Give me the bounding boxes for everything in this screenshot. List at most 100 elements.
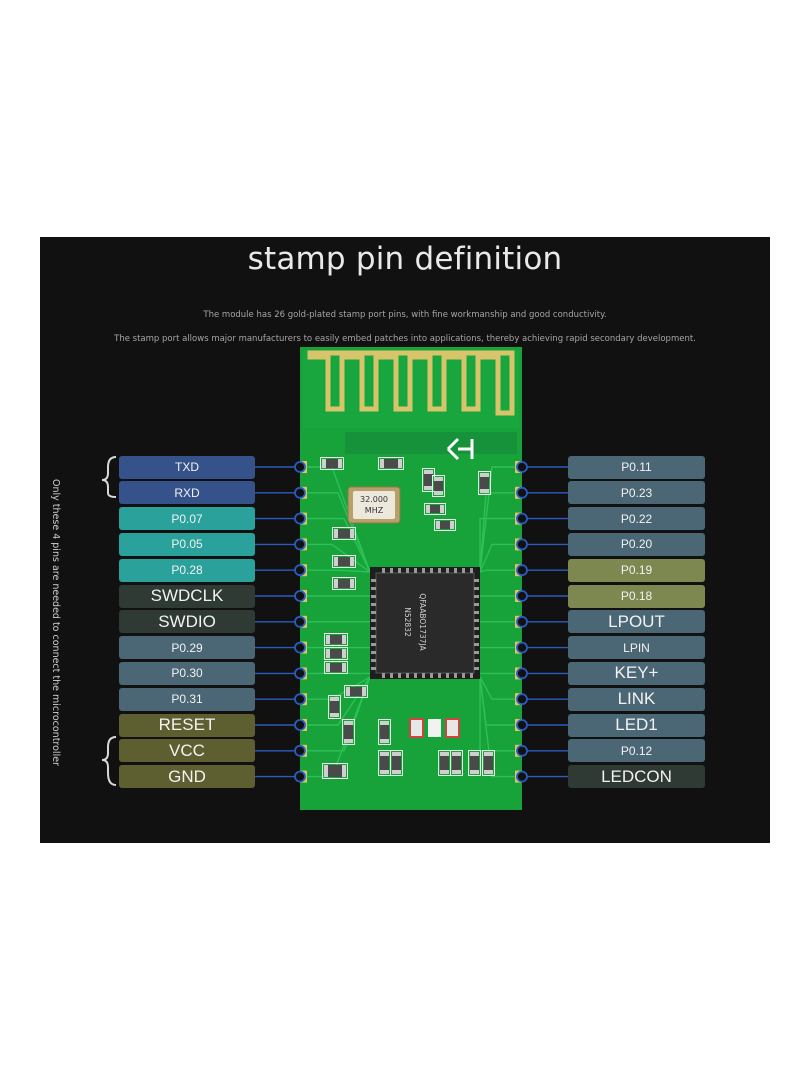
smd-outline <box>468 750 481 776</box>
right-pin-dot <box>516 461 528 473</box>
smd-cap <box>324 765 328 777</box>
smd-cap <box>322 459 326 468</box>
smd-cap <box>450 521 454 529</box>
smd-body <box>326 635 346 644</box>
smd-outline <box>432 475 445 497</box>
chip-leg <box>474 667 479 670</box>
smd-cap <box>344 739 353 743</box>
led-component <box>428 719 441 737</box>
smd-outline <box>378 719 391 745</box>
chip-body <box>375 572 475 674</box>
left-pin-p0-30: P0.30 <box>119 661 255 685</box>
smd-body <box>344 721 353 743</box>
right-pin-dot <box>516 486 528 499</box>
chip-leg <box>454 673 457 678</box>
left-pin-dot <box>294 693 306 706</box>
left-pin-dot <box>294 461 306 473</box>
smd-outline <box>324 633 348 646</box>
chip-leg <box>474 579 479 582</box>
smd-cap <box>440 505 444 513</box>
left-pin-swdio: SWDIO <box>119 610 255 634</box>
smd-cap <box>342 765 346 777</box>
mcu-chip: N52832 QFAABO1737JA <box>370 567 480 679</box>
smd-body <box>334 529 354 538</box>
smd-component <box>332 527 356 540</box>
right-pin-dot <box>516 719 528 731</box>
smd-component <box>344 685 368 698</box>
smd-body <box>470 752 479 774</box>
smd-cap <box>330 697 339 701</box>
left-pin-dot <box>294 744 306 757</box>
diagram-title: stamp pin definition <box>247 241 563 277</box>
chip-leg <box>430 568 433 573</box>
right-pin-p0-11: P0.11 <box>568 455 705 479</box>
left-pin-p0-07: P0.07 <box>119 507 255 531</box>
ground-strip <box>345 432 517 454</box>
smd-body <box>326 649 346 658</box>
smd-body <box>440 752 449 774</box>
smd-component <box>342 719 355 745</box>
smd-body <box>484 752 493 774</box>
left-pcb-trace <box>307 543 371 573</box>
left-pin-gnd: GND <box>119 765 255 789</box>
smd-body <box>392 752 401 774</box>
chip-leg <box>371 627 376 630</box>
smd-cap <box>440 770 449 774</box>
smd-cap <box>470 752 479 756</box>
smd-cap <box>334 579 338 588</box>
side-note: Only these 4 pins are needed to connect … <box>45 479 65 766</box>
right-pin-p0-19: P0.19 <box>568 558 705 582</box>
smd-component <box>332 555 356 568</box>
smd-cap <box>380 752 389 756</box>
smd-component <box>324 633 348 646</box>
chip-leg <box>371 635 376 638</box>
smd-body <box>434 477 443 495</box>
chip-leg <box>382 673 385 678</box>
left-pcb-trace <box>307 492 371 573</box>
right-pcb-trace <box>479 517 515 572</box>
left-pcb-trace <box>307 517 371 573</box>
smd-body <box>334 557 354 566</box>
smd-cap <box>338 459 342 468</box>
chip-leg <box>371 603 376 606</box>
smd-component <box>322 763 348 779</box>
right-pin-key-: KEY+ <box>568 661 705 685</box>
right-pin-dot <box>516 564 528 577</box>
smd-component <box>320 457 344 470</box>
right-pin-p0-22: P0.22 <box>568 507 705 531</box>
chip-leg <box>371 651 376 654</box>
chip-leg <box>406 568 409 573</box>
smd-outline <box>390 750 403 776</box>
side-note-text: Only these 4 pins are needed to connect … <box>49 478 61 766</box>
smd-cap <box>326 663 330 672</box>
smd-cap <box>452 752 461 756</box>
chip-leg <box>430 673 433 678</box>
left-pin-vcc: VCC <box>119 739 255 763</box>
antenna-trace <box>307 350 515 416</box>
chip-leg <box>474 603 479 606</box>
right-pin-dot <box>516 512 528 525</box>
led-component <box>409 718 424 738</box>
smd-outline <box>324 661 348 674</box>
smd-cap <box>440 752 449 756</box>
smd-component <box>432 475 445 497</box>
left-pin-p0-29: P0.29 <box>119 636 255 660</box>
left-pin-dot <box>294 615 306 628</box>
chip-leg <box>422 673 425 678</box>
left-pin-dot <box>294 641 306 654</box>
right-pcb-trace <box>479 569 515 573</box>
smd-cap <box>398 459 402 468</box>
left-pin-p0-28: P0.28 <box>119 558 255 582</box>
smd-cap <box>342 649 346 658</box>
smd-cap <box>334 557 338 566</box>
chip-leg <box>474 627 479 630</box>
smd-component <box>378 719 391 745</box>
crystal-label-1: 32.000 <box>360 495 388 504</box>
smd-component <box>378 457 404 470</box>
chip-leg <box>371 579 376 582</box>
smd-outline <box>320 457 344 470</box>
left-pin-reset: RESET <box>119 713 255 737</box>
smd-body <box>380 752 389 774</box>
crystal-top <box>353 491 395 519</box>
right-pin-dot <box>516 744 528 757</box>
